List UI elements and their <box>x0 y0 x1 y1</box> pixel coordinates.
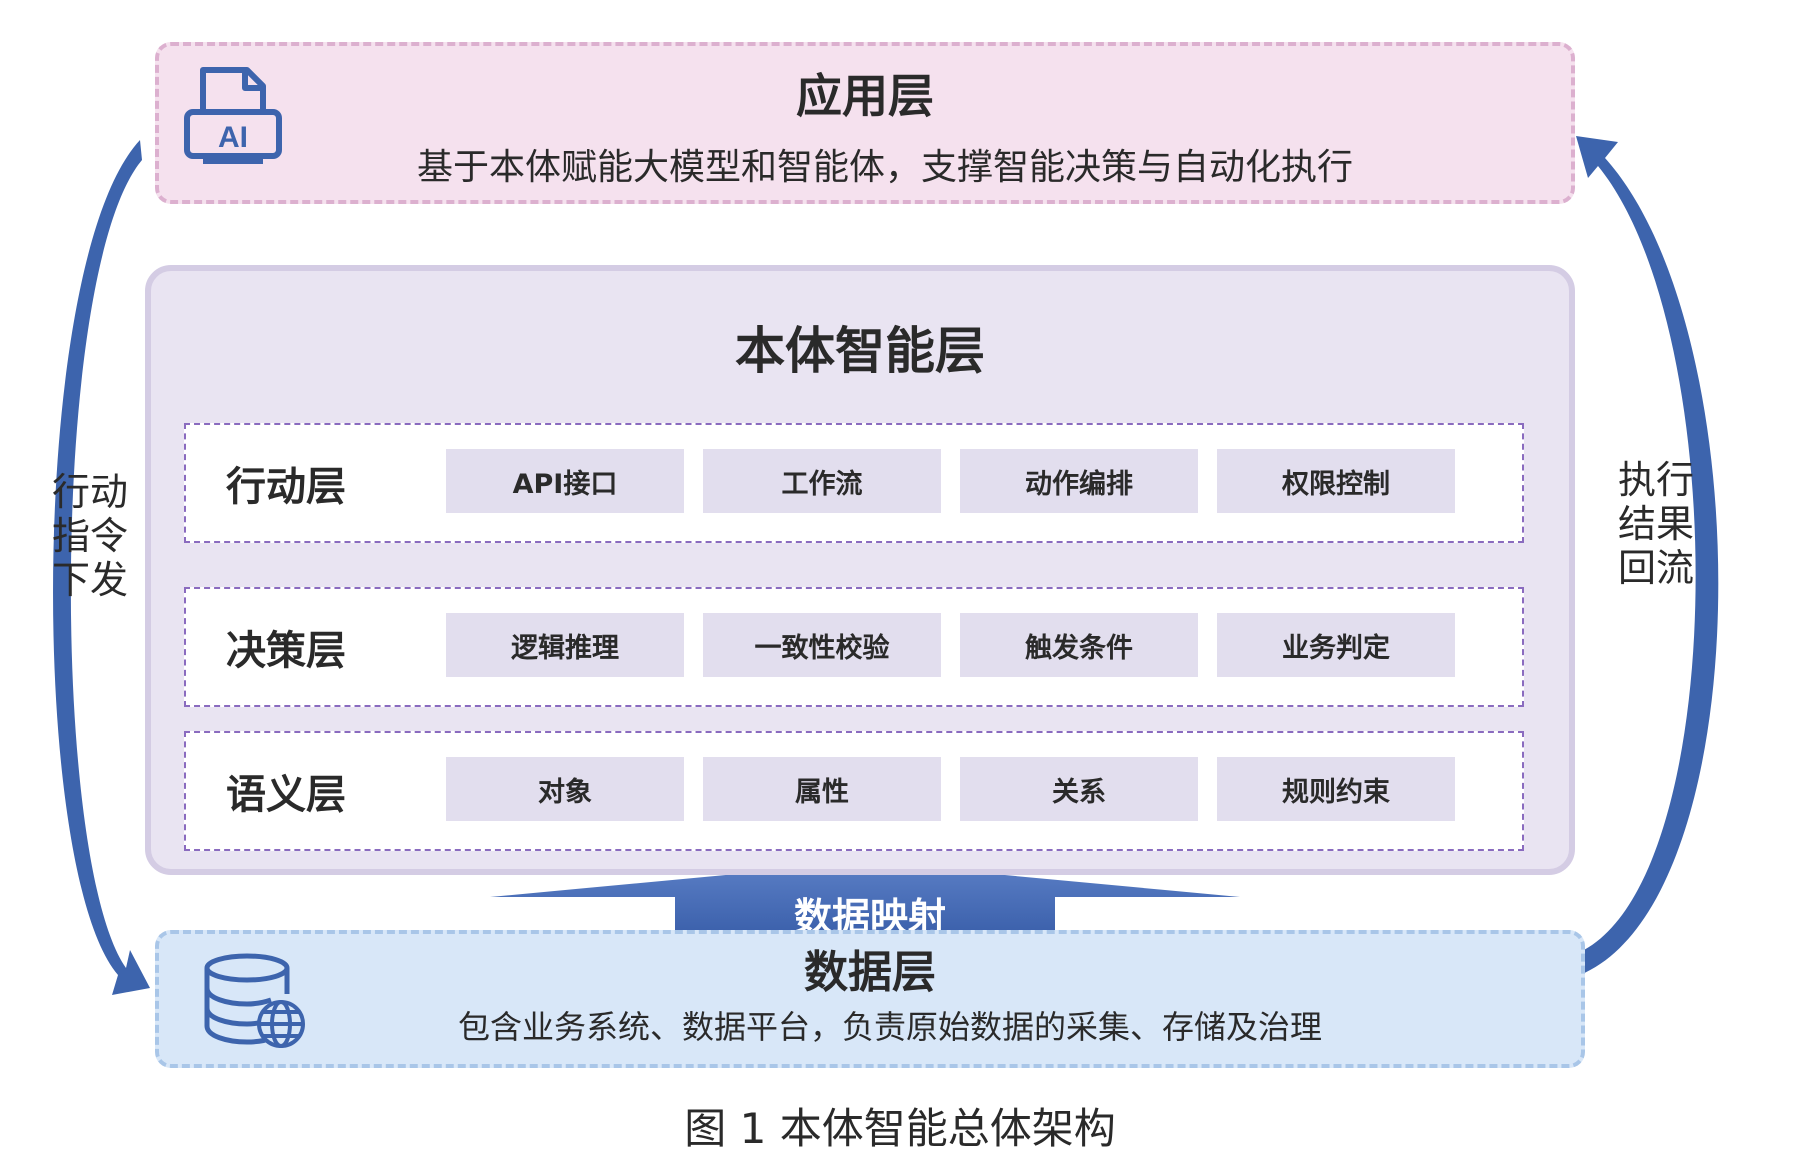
figure-caption: 图 1 本体智能总体架构 <box>684 1104 1116 1153</box>
ontology-intelligence-layer: 本体智能层 行动层 API接口 工作流 动作编排 权限控制 决策层 逻辑推理 一… <box>145 265 1575 875</box>
layer-item: 逻辑推理 <box>446 613 684 677</box>
left-label-line: 指令 <box>52 514 129 558</box>
right-up-arrow <box>1576 136 1719 975</box>
layer-item: 规则约束 <box>1217 757 1455 821</box>
layer-item: 权限控制 <box>1217 449 1455 513</box>
layer-item: 动作编排 <box>960 449 1198 513</box>
decision-layer: 决策层 逻辑推理 一致性校验 触发条件 业务判定 <box>184 587 1524 707</box>
sublayer-label: 行动层 <box>226 464 346 510</box>
layer-item: 关系 <box>960 757 1198 821</box>
semantic-layer: 语义层 对象 属性 关系 规则约束 <box>184 731 1524 851</box>
ontology-layer-title: 本体智能层 <box>735 322 985 380</box>
right-side-label: 执行 结果 回流 <box>1618 458 1702 590</box>
left-label-line: 行动 <box>52 470 129 514</box>
database-globe-icon <box>201 950 307 1050</box>
layer-item: API接口 <box>446 449 684 513</box>
data-mapping-arrow <box>490 862 1240 935</box>
left-side-label: 行动 指令 下发 <box>52 470 136 602</box>
sublayer-label: 决策层 <box>226 628 346 674</box>
layer-item: 业务判定 <box>1217 613 1455 677</box>
data-layer: 数据层 包含业务系统、数据平台，负责原始数据的采集、存储及治理 <box>155 930 1585 1068</box>
sublayer-label: 语义层 <box>226 772 346 818</box>
application-layer-title: 应用层 <box>796 69 934 123</box>
action-layer: 行动层 API接口 工作流 动作编排 权限控制 <box>184 423 1524 543</box>
right-label-line: 回流 <box>1618 546 1695 590</box>
ai-document-icon: AI <box>181 64 285 168</box>
layer-item: 一致性校验 <box>703 613 941 677</box>
layer-item: 触发条件 <box>960 613 1198 677</box>
layer-item: 工作流 <box>703 449 941 513</box>
right-label-line: 结果 <box>1618 502 1695 546</box>
right-label-line: 执行 <box>1618 458 1695 502</box>
application-layer-description: 基于本体赋能大模型和智能体，支撑智能决策与自动化执行 <box>416 147 1353 188</box>
svg-text:AI: AI <box>218 121 248 154</box>
left-down-arrow <box>53 140 150 995</box>
left-label-line: 下发 <box>52 558 129 602</box>
data-layer-title: 数据层 <box>804 947 936 998</box>
layer-item: 对象 <box>446 757 684 821</box>
data-layer-description: 包含业务系统、数据平台，负责原始数据的采集、存储及治理 <box>457 1008 1322 1046</box>
application-layer: AI 应用层 基于本体赋能大模型和智能体，支撑智能决策与自动化执行 <box>155 42 1575 204</box>
layer-item: 属性 <box>703 757 941 821</box>
